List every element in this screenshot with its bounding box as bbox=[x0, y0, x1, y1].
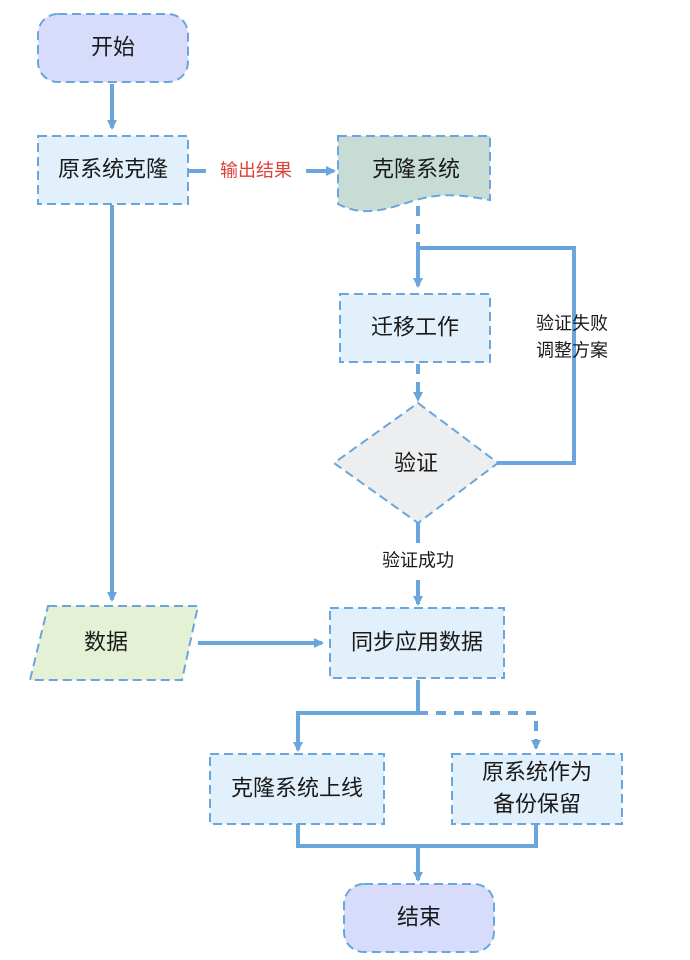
nodes bbox=[28, 13, 623, 953]
node-start bbox=[37, 13, 189, 83]
node-verify bbox=[332, 401, 500, 525]
edge-sync-to-online bbox=[293, 711, 418, 752]
node-original-backup bbox=[451, 753, 623, 825]
node-clone-system bbox=[337, 135, 491, 213]
node-labels: 开始 原系统克隆 克隆系统 迁移工作 验证 数据 同步应用数据 克隆系统上线 原… bbox=[58, 36, 592, 931]
node-end bbox=[343, 883, 495, 953]
node-end-label: 结束 bbox=[397, 906, 441, 931]
node-clone-online bbox=[209, 753, 385, 825]
edge-backup-to-merge bbox=[418, 824, 538, 848]
node-data-label: 数据 bbox=[84, 631, 128, 656]
node-original-backup-label-1: 原系统作为 bbox=[482, 761, 592, 786]
edge-verify-failed-label-1: 验证失败 bbox=[536, 314, 608, 335]
node-sync bbox=[329, 607, 505, 679]
edge-online-to-merge bbox=[296, 824, 418, 848]
node-original-backup-label-2: 备份保留 bbox=[493, 793, 581, 818]
node-data bbox=[28, 605, 200, 681]
node-clone-original bbox=[37, 135, 189, 205]
edge-sync-to-backup bbox=[418, 711, 541, 750]
edge-verify-failed-loop bbox=[418, 246, 576, 465]
node-clone-original-label: 原系统克隆 bbox=[58, 158, 168, 183]
edges bbox=[107, 84, 576, 882]
node-migrate bbox=[339, 293, 491, 363]
node-start-label: 开始 bbox=[91, 36, 135, 61]
edge-verify-success-label: 验证成功 bbox=[382, 551, 454, 572]
node-migrate-label: 迁移工作 bbox=[371, 316, 459, 341]
edge-output-result-label: 输出结果 bbox=[220, 161, 292, 182]
node-clone-system-label: 克隆系统 bbox=[372, 158, 460, 183]
node-clone-online-label: 克隆系统上线 bbox=[231, 777, 363, 802]
edge-labels: 输出结果 验证失败 调整方案 验证成功 bbox=[220, 161, 608, 572]
node-verify-label: 验证 bbox=[394, 452, 438, 477]
node-sync-label: 同步应用数据 bbox=[351, 631, 483, 656]
edge-verify-failed-label-2: 调整方案 bbox=[536, 341, 608, 362]
